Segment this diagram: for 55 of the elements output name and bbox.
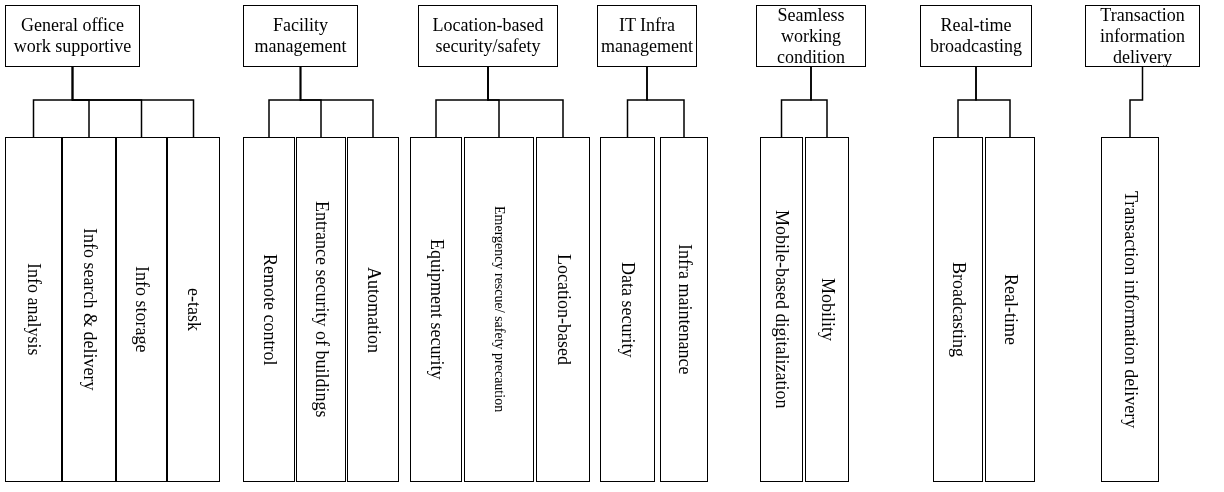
subcategory-label: Broadcasting	[947, 262, 969, 357]
subcategory-label: Mobile-based digitalization	[771, 210, 792, 409]
connector-line	[299, 66, 374, 138]
category-label: Real-time broadcasting	[929, 15, 1023, 57]
category-box	[418, 5, 558, 67]
connector-line	[975, 66, 1011, 138]
connector-line	[487, 66, 564, 138]
connector-line	[810, 66, 828, 138]
subcategory-box	[985, 137, 1035, 482]
subcategory-box	[536, 137, 590, 482]
subcategory-box	[296, 137, 346, 482]
subcategory-label: Automation	[362, 266, 384, 353]
subcategory-label: Mobility	[816, 278, 838, 341]
subcategory-label: e-task	[183, 288, 204, 331]
subcategory-box	[760, 137, 803, 482]
subcategory-box	[116, 137, 167, 482]
connector-line	[646, 66, 685, 138]
subcategory-label: Info analysis	[23, 263, 44, 356]
subcategory-label: Infra maintenance	[673, 244, 695, 375]
subcategory-box	[410, 137, 462, 482]
category-label: Facility management	[253, 15, 348, 57]
subcategory-label: Transaction information delivery	[1119, 190, 1141, 429]
subcategory-box	[805, 137, 849, 482]
subcategory-box	[62, 137, 116, 482]
subcategory-label: Info search & delivery	[78, 228, 100, 391]
category-box	[756, 5, 866, 67]
category-box	[597, 5, 697, 67]
subcategory-label: Info storage	[131, 266, 152, 353]
subcategory-box	[243, 137, 295, 482]
subcategory-label: Emergency rescue/ safety precaution	[490, 206, 508, 413]
category-label: Transaction information delivery	[1099, 4, 1186, 68]
subcategory-label: Data security	[617, 261, 638, 358]
subcategory-box	[1101, 137, 1159, 482]
subcategory-box	[600, 137, 655, 482]
subcategory-label: Equipment security	[425, 239, 447, 380]
category-label: General office work supportive	[12, 15, 133, 57]
category-box	[920, 5, 1032, 67]
category-box	[5, 5, 140, 67]
subcategory-box	[5, 137, 62, 482]
connector-line	[71, 66, 195, 138]
subcategory-box	[933, 137, 983, 482]
category-label: IT Infra management	[600, 15, 694, 57]
subcategory-label: Real-time	[999, 274, 1021, 345]
subcategory-box	[167, 137, 220, 482]
subcategory-label: Remote control	[258, 253, 280, 366]
subcategory-box	[660, 137, 708, 482]
subcategory-box	[464, 137, 534, 482]
category-label: Location-based security/safety	[431, 15, 545, 57]
subcategory-box	[347, 137, 399, 482]
subcategory-label: Entrance security of buildings	[310, 201, 332, 418]
category-label: Seamless working condition	[776, 4, 846, 68]
category-box	[1085, 5, 1200, 67]
category-box	[243, 5, 358, 67]
subcategory-label: Location-based	[552, 254, 574, 365]
connector-line	[1129, 66, 1144, 138]
